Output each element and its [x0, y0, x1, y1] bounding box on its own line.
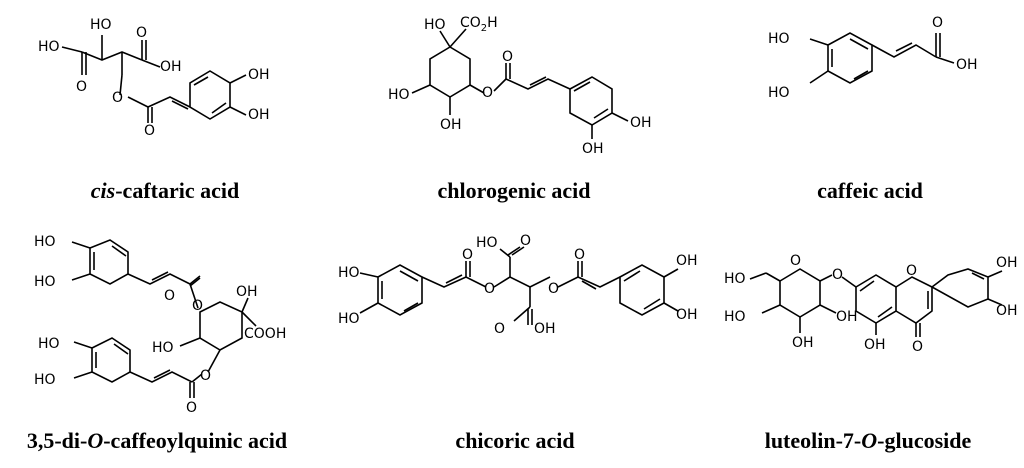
label-cooh: COOH — [244, 326, 286, 342]
label-oh: OH — [440, 117, 462, 133]
label-o: O — [192, 298, 203, 314]
label-ho: HO — [34, 274, 56, 290]
label-oh: OH — [996, 303, 1018, 319]
label-oh: OH — [534, 321, 556, 337]
label-oh: OH — [160, 59, 182, 75]
label-oh: OH — [792, 335, 814, 351]
label-oh: OH — [248, 67, 270, 83]
label-o: O — [912, 339, 923, 355]
label-o: O — [482, 85, 493, 101]
label-oh: OH — [864, 337, 886, 353]
label-oh: OH — [248, 107, 270, 123]
structure-luteolin-7-o-glucoside: HO O HO OH OH O O OH O OH OH — [724, 253, 1018, 355]
label-o: O — [790, 253, 801, 269]
label-oh: OH — [996, 255, 1018, 271]
label-ho: HO — [768, 31, 790, 47]
label-o: O — [144, 123, 155, 135]
structure-caffeic-acid: HO HO O OH — [768, 15, 978, 101]
label-o: O — [112, 90, 123, 106]
label-ho: HO — [38, 39, 60, 55]
label-ho: HO — [724, 309, 746, 325]
label-ho: HO — [388, 87, 410, 103]
label-ho: HO — [338, 311, 360, 327]
label-ho: HO — [34, 234, 56, 250]
label-o: O — [484, 281, 495, 297]
label-co2h: CO2H — [460, 15, 498, 34]
label-ho: HO — [424, 17, 446, 33]
label-oh: OH — [836, 309, 858, 325]
label-oh: OH — [676, 253, 698, 269]
label-ho: HO — [38, 336, 60, 352]
caption-caffeic-acid: caffeic acid — [817, 178, 923, 203]
label-o: O — [76, 79, 87, 95]
label-oh: OH — [630, 115, 652, 131]
label-ho: HO — [152, 340, 174, 356]
label-oh: OH — [676, 307, 698, 323]
label-ho: HO — [34, 372, 56, 388]
label-ho: HO — [724, 271, 746, 287]
label-o: O — [494, 321, 505, 337]
label-o: O — [574, 247, 585, 263]
caption-chicoric-acid: chicoric acid — [455, 428, 575, 453]
label-ho: HO — [338, 265, 360, 281]
caption-dicaffeoylquinic-acid: 3,5-di-O-caffeoylquinic acid — [26, 428, 288, 453]
label-ho: HO — [90, 17, 112, 33]
label-o: O — [186, 400, 197, 416]
label-o: O — [932, 15, 943, 31]
structure-cis-caftaric-acid: HO HO O O OH O O OH OH — [38, 17, 270, 135]
label-o: O — [548, 281, 559, 297]
structure-dicaffeoylquinic-acid: HO HO O O OH COOH HO O HO HO O — [34, 234, 286, 416]
label-oh: OH — [236, 284, 258, 300]
label-o: O — [906, 263, 917, 279]
label-o: O — [502, 49, 513, 65]
structure-chlorogenic-acid: HO CO2H HO OH O O OH OH — [388, 15, 652, 155]
label-ho: HO — [476, 235, 498, 251]
label-o: O — [136, 25, 147, 41]
label-o: O — [462, 247, 473, 263]
label-oh: OH — [956, 57, 978, 73]
label-o: O — [520, 233, 531, 249]
caption-cis-caftaric-acid: cis-caftaric acid — [90, 178, 240, 203]
label-ho: HO — [768, 85, 790, 101]
label-o: O — [200, 368, 211, 384]
label-o: O — [164, 288, 175, 304]
label-o: O — [832, 267, 843, 283]
label-oh: OH — [582, 141, 604, 155]
caption-luteolin-7-o-glucoside: luteolin-7-O-glucoside — [764, 428, 972, 453]
structure-chicoric-acid: HO HO O O HO O O O OH O OH OH — [338, 233, 698, 337]
caption-chlorogenic-acid: chlorogenic acid — [437, 178, 591, 203]
